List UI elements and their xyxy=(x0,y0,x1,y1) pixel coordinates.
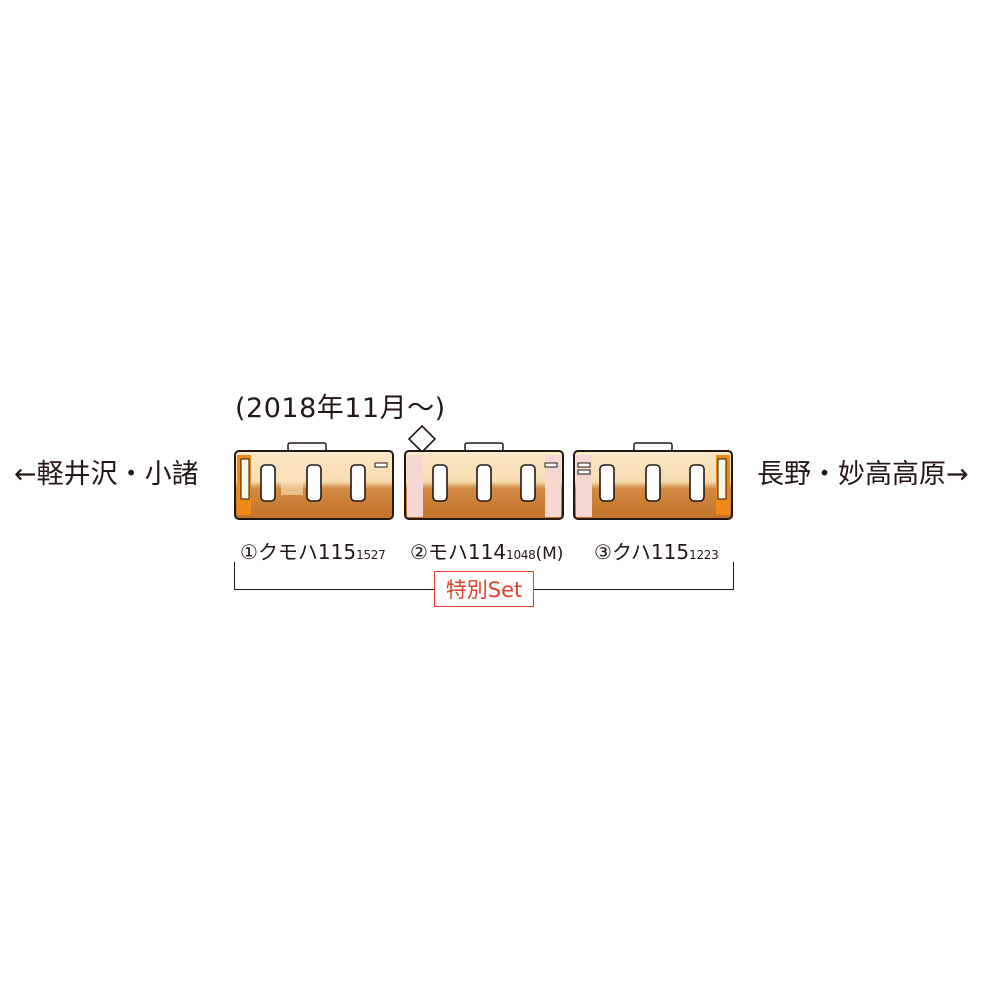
car-index: ③ xyxy=(594,540,612,564)
car-number: 1527 xyxy=(356,548,386,562)
car-name: クモハ115 xyxy=(257,540,357,564)
train-car-1 xyxy=(233,442,395,521)
car-label-2: ②モハ1141048(M) xyxy=(410,536,563,565)
car-name: クハ115 xyxy=(611,540,690,564)
car-name: モハ114 xyxy=(427,540,507,564)
car-label-1: ①クモハ1151527 xyxy=(240,536,386,565)
special-set-label: 特別Set xyxy=(434,571,534,607)
car-number: 1223 xyxy=(689,548,719,562)
direction-left: ←軽井沢・小諸 xyxy=(14,459,199,490)
car-index: ② xyxy=(410,540,428,564)
direction-right: 長野・妙高高原→ xyxy=(757,459,969,490)
motor-mark: (M) xyxy=(535,544,564,564)
car-number: 1048 xyxy=(506,548,536,562)
train-car-2 xyxy=(403,442,565,521)
car-label-3: ③クハ1151223 xyxy=(594,536,719,565)
date-note: (2018年11月〜) xyxy=(235,393,446,424)
train-car-3 xyxy=(572,442,734,521)
car-index: ① xyxy=(240,540,258,564)
